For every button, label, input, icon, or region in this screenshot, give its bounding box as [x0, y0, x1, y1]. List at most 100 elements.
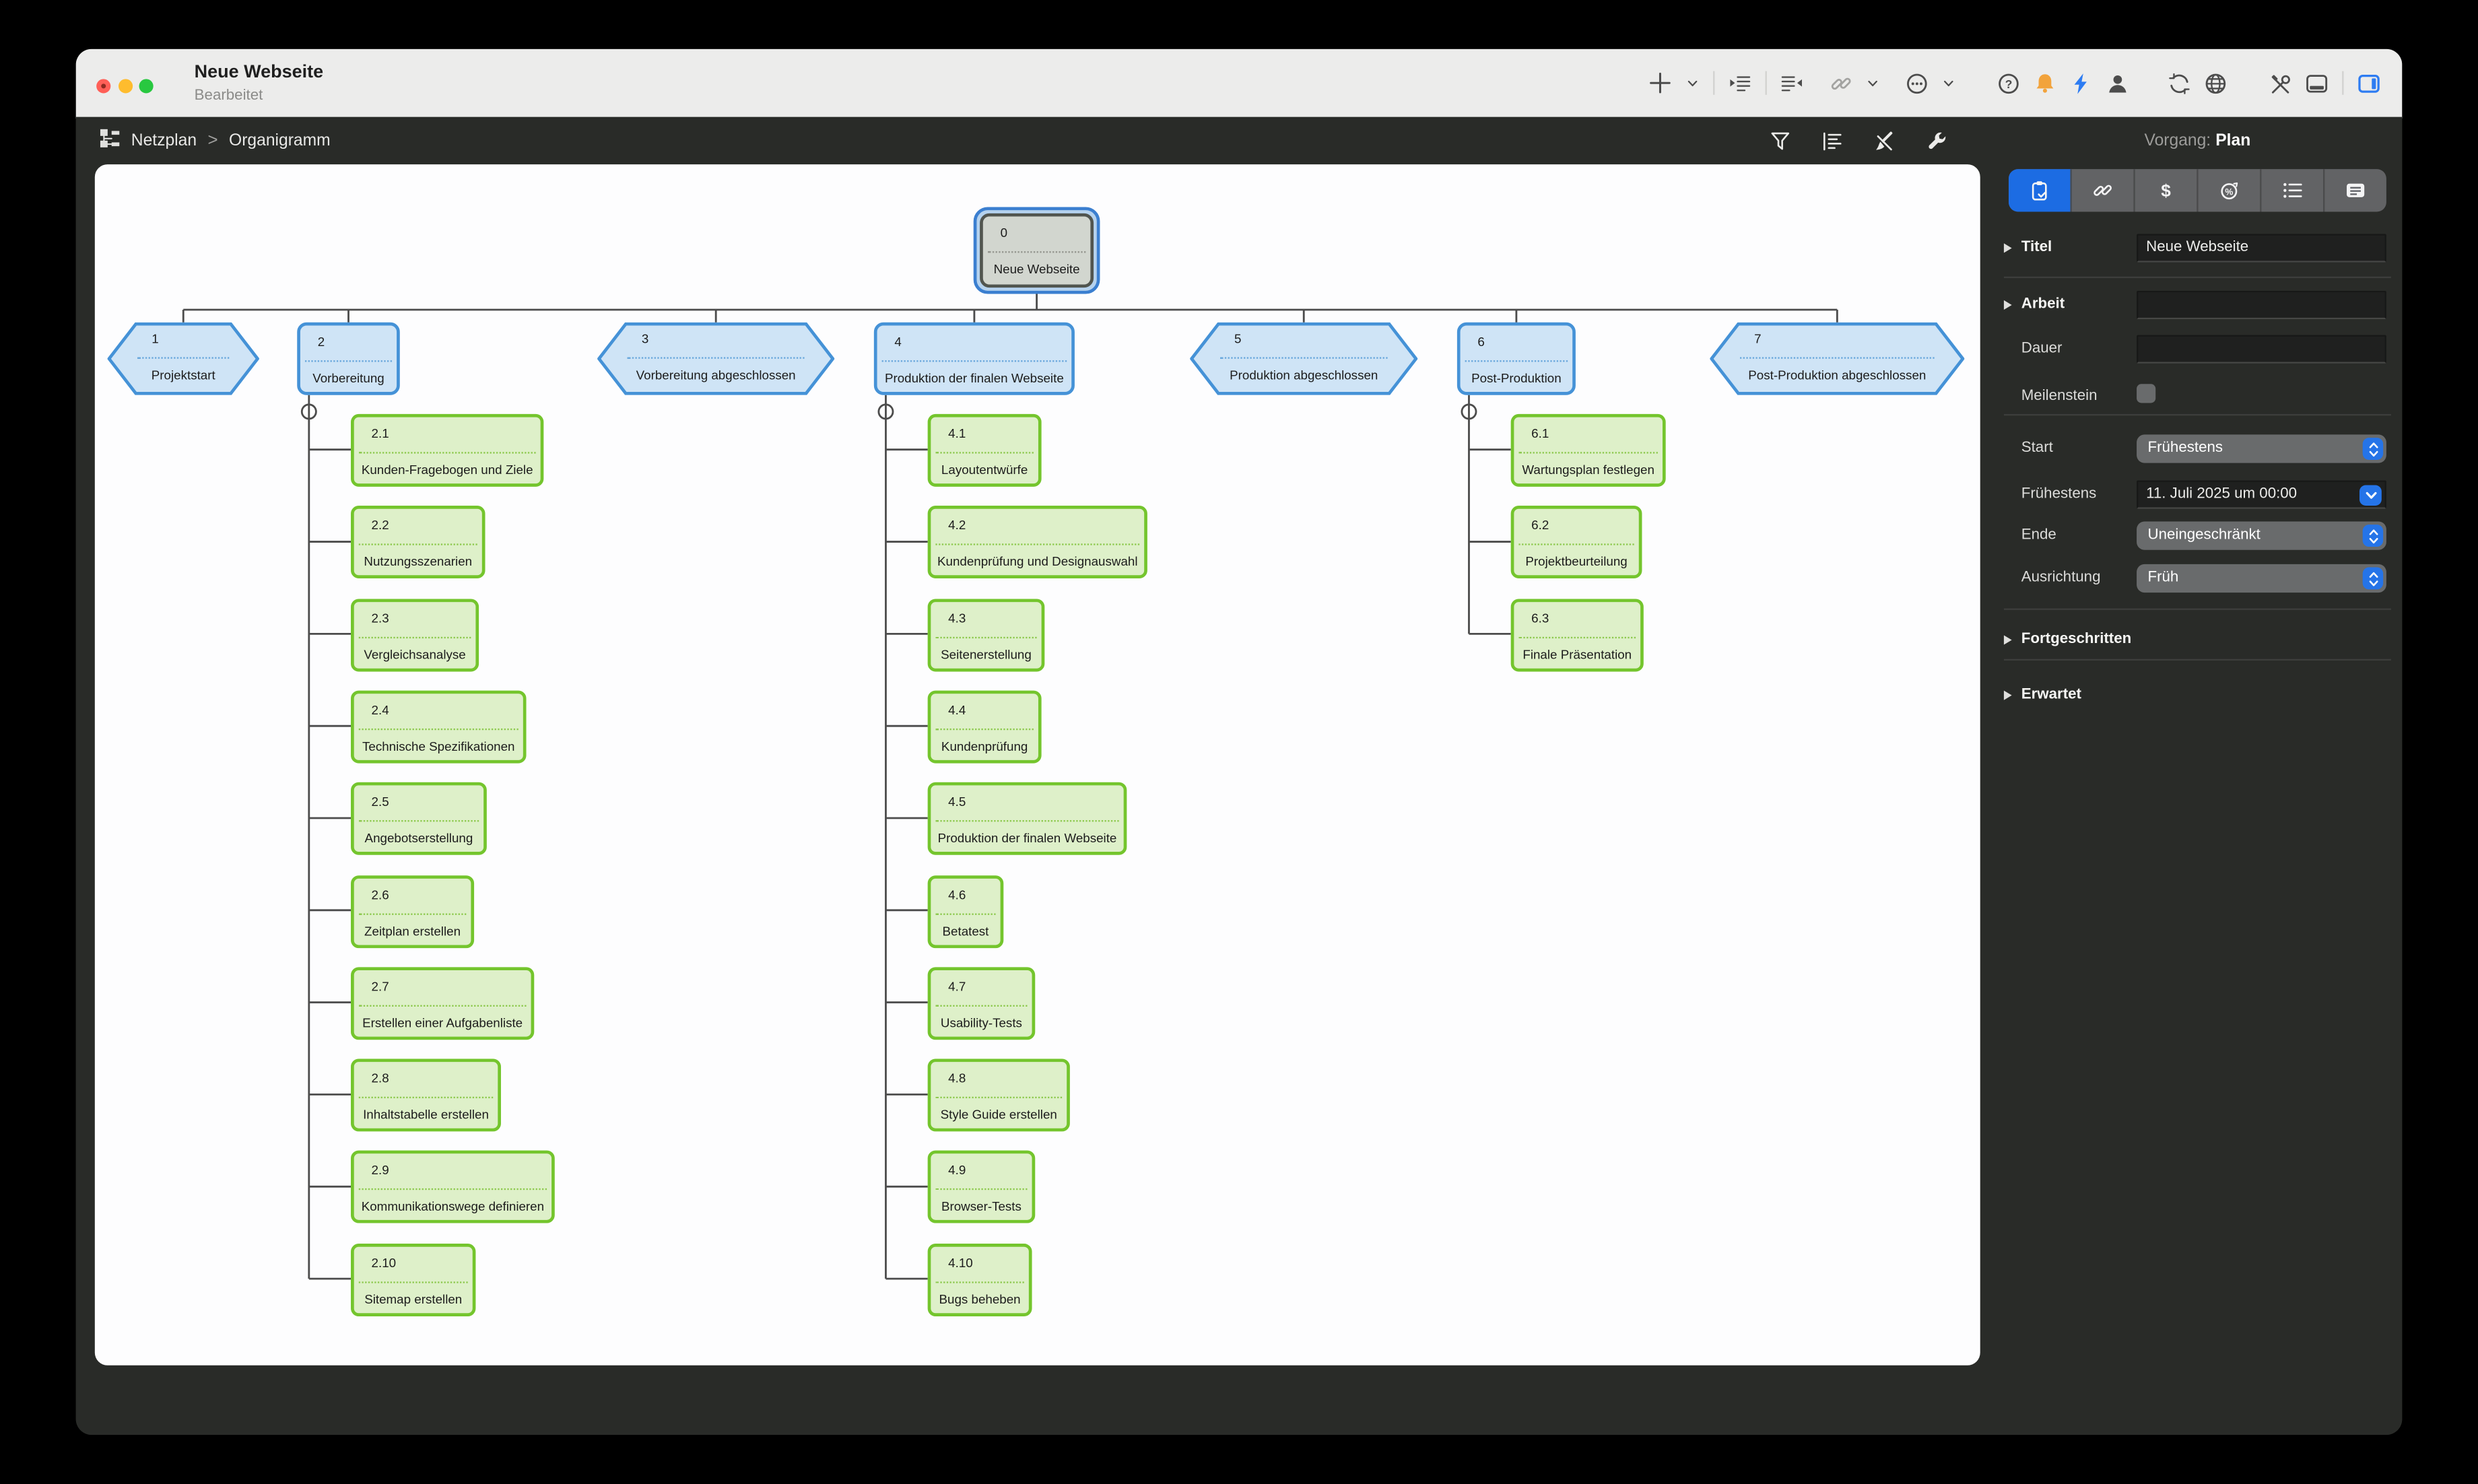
wrench-icon[interactable] [1927, 131, 1947, 151]
disclosure-triangle-icon[interactable] [2003, 242, 2012, 252]
svg-text:$: $ [2161, 180, 2171, 201]
chevron-down-icon[interactable] [1942, 77, 1955, 90]
earliest-date-input[interactable]: 11. Juli 2025 um 00:00 [2137, 480, 2386, 509]
toolbar: ? [1648, 49, 2380, 117]
node-number: 4 [894, 335, 902, 349]
node-label: Angebotserstellung [364, 831, 473, 846]
tab-info[interactable] [2008, 169, 2072, 212]
node-divider [935, 1188, 1028, 1191]
node-divider [935, 452, 1034, 454]
node-number: 1 [152, 331, 159, 346]
link-icon[interactable] [1830, 72, 1852, 94]
svg-text:?: ? [2005, 77, 2013, 90]
more-circle-icon[interactable] [1906, 72, 1928, 94]
work-input[interactable] [2137, 290, 2386, 320]
tab-cost[interactable]: $ [2135, 169, 2199, 212]
disclosure-triangle-icon[interactable] [2003, 689, 2012, 700]
zoom-button[interactable] [139, 79, 154, 94]
bolt-icon[interactable] [2070, 72, 2092, 94]
indent-icon[interactable] [1729, 72, 1751, 94]
disclosure-triangle-icon[interactable] [2003, 634, 2012, 644]
node-number: 4.4 [948, 703, 966, 718]
end-select[interactable]: Uneingeschränkt [2137, 521, 2386, 550]
globe-icon[interactable] [2205, 72, 2227, 94]
outdent-icon[interactable] [1781, 72, 1803, 94]
field-label-ende: Ende [2021, 526, 2056, 544]
add-icon[interactable] [1648, 71, 1672, 95]
title-input[interactable]: Neue Webseite [2137, 234, 2386, 263]
tab-progress[interactable]: % [2199, 169, 2262, 212]
field-label-ausrichtung: Ausrichtung [2021, 568, 2101, 586]
tab-note[interactable] [2324, 169, 2386, 211]
node-number: 2.9 [371, 1163, 389, 1178]
node-label: Wartungsplan festlegen [1522, 463, 1654, 477]
view-options-icon[interactable] [1822, 131, 1843, 151]
sync-icon[interactable] [2168, 72, 2190, 94]
node-label: Sitemap erstellen [364, 1292, 463, 1307]
node-divider [1739, 357, 1935, 359]
breadcrumb-item-netzplan[interactable]: Netzplan [131, 131, 197, 150]
node-number: 4.5 [948, 795, 966, 810]
tools-icon[interactable] [2269, 72, 2291, 94]
alignment-select[interactable]: Früh [2137, 564, 2386, 593]
node-divider [358, 1005, 527, 1007]
node-divider [935, 728, 1034, 731]
minimize-button[interactable] [119, 79, 133, 94]
right-panel-icon[interactable] [2358, 72, 2380, 94]
bell-icon[interactable] [2034, 72, 2056, 94]
filter-icon[interactable] [1770, 131, 1791, 151]
user-icon[interactable] [2106, 72, 2129, 94]
chevron-down-icon[interactable] [1686, 77, 1699, 90]
bottom-panel-icon[interactable] [2306, 72, 2328, 94]
org-chart-icon[interactable] [100, 128, 121, 149]
chevron-down-icon[interactable] [1867, 77, 1879, 90]
tab-links[interactable] [2072, 169, 2135, 212]
milestone-checkbox[interactable] [2137, 384, 2156, 403]
help-icon[interactable]: ? [1998, 72, 2020, 94]
duration-input[interactable] [2137, 335, 2386, 364]
node-divider [358, 1281, 468, 1283]
date-dropdown-icon[interactable] [2359, 485, 2382, 506]
start-select[interactable]: Frühestens [2137, 434, 2386, 463]
tab-list[interactable] [2261, 169, 2325, 212]
brush-icon[interactable] [1874, 131, 1895, 151]
node-divider [358, 1096, 494, 1099]
breadcrumb-item-organigramm[interactable]: Organigramm [229, 131, 331, 150]
close-button[interactable] [96, 79, 111, 94]
node-number: 4.10 [948, 1256, 973, 1271]
disclosure-triangle-icon[interactable] [2003, 299, 2012, 309]
node-divider [987, 251, 1086, 253]
